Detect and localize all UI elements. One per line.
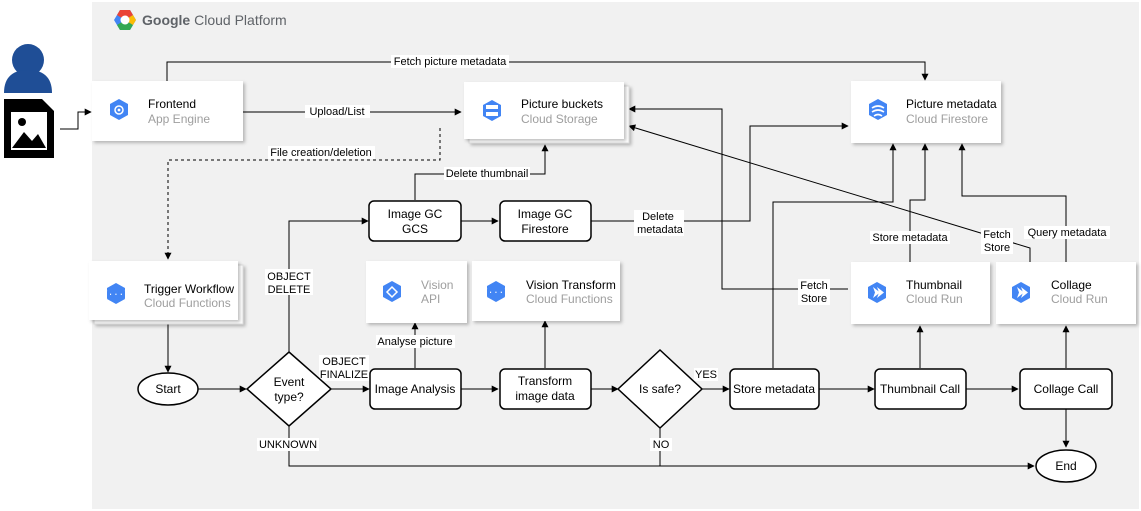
step-thumbnail-call[interactable]: Thumbnail Call	[874, 368, 967, 410]
trigger-workflow-subtitle: Cloud Functions	[144, 296, 231, 310]
frontend-subtitle: App Engine	[148, 112, 210, 126]
picture-buckets-subtitle: Cloud Storage	[521, 112, 598, 126]
edge-object-delete	[288, 217, 369, 352]
collage-subtitle: Cloud Run	[1051, 292, 1108, 306]
label-analyse-picture: Analyse picture	[377, 336, 452, 348]
vision-api-subtitle: API	[421, 292, 440, 306]
cloud-run-icon	[868, 282, 886, 303]
start-label: Start	[155, 382, 181, 396]
label-collage-store: Store	[984, 242, 1010, 254]
thumbnail-title: Thumbnail	[906, 278, 962, 292]
step-store-metadata[interactable]: Store metadata	[729, 368, 820, 410]
svg-text:{···}: {···}	[482, 288, 509, 298]
picture-metadata-subtitle: Cloud Firestore	[906, 112, 988, 126]
label-object-delete-2: DELETE	[268, 284, 311, 296]
label-thumbnail-store: Store	[801, 293, 827, 305]
edge-user-frontend	[60, 108, 92, 130]
label-collage-fetch: Fetch	[983, 229, 1011, 241]
label-query-metadata: Query metadata	[1028, 227, 1108, 239]
picture-metadata-service[interactable]: Picture metadata Cloud Firestore	[851, 81, 1001, 143]
transform-line1: Transform	[518, 374, 572, 388]
cloud-functions-icon: {···}	[102, 283, 130, 304]
edge-fetch-picture-metadata	[166, 61, 929, 81]
trigger-workflow-service[interactable]: {···} Trigger Workflow Cloud Functions	[89, 261, 244, 325]
vision-api-title: Vision	[421, 278, 453, 292]
image-gc-gcs-line1: Image GC	[388, 207, 443, 221]
edge-labels: Fetch picture metadata Upload/List File …	[257, 55, 1110, 451]
thumbnail-subtitle: Cloud Run	[906, 292, 963, 306]
vision-transform-service[interactable]: {···} Vision Transform Cloud Functions	[472, 261, 620, 321]
vision-transform-functions-icon: {···}	[482, 281, 510, 302]
edge-file-creation-deletion	[164, 128, 441, 260]
label-fetch-picture-metadata: Fetch picture metadata	[394, 56, 507, 68]
gcp-brand: Google	[142, 12, 190, 28]
label-unknown: UNKNOWN	[259, 439, 317, 451]
label-file-creation-deletion: File creation/deletion	[270, 147, 372, 159]
store-metadata-label: Store metadata	[733, 382, 815, 396]
gcp-panel	[92, 2, 1139, 509]
transform-line2: image data	[515, 389, 575, 403]
label-delete-metadata-1: Delete	[642, 211, 674, 223]
collage-service[interactable]: Collage Cloud Run	[996, 262, 1136, 324]
user-icon	[4, 44, 52, 93]
vision-api-icon	[383, 281, 401, 302]
decision-is-safe[interactable]: Is safe?	[616, 348, 704, 430]
image-gc-firestore-line2: Firestore	[521, 222, 569, 236]
thumbnail-service[interactable]: Thumbnail Cloud Run	[851, 262, 990, 324]
step-transform-image-data[interactable]: Transform image data	[499, 368, 592, 410]
svg-text:{···}: {···}	[102, 290, 129, 300]
end-terminal[interactable]: End	[1035, 449, 1097, 483]
trigger-workflow-title: Trigger Workflow	[144, 282, 234, 296]
image-gc-gcs-line2: GCS	[402, 222, 428, 236]
gcp-logo-icon	[114, 10, 136, 30]
edge-collage-fetch-store	[628, 124, 1031, 262]
label-object-finalize-2: FINALIZE	[320, 369, 368, 381]
end-label: End	[1055, 459, 1076, 473]
label-upload-list: Upload/List	[309, 106, 364, 118]
picture-buckets-title: Picture buckets	[521, 97, 603, 111]
event-type-line2: type?	[274, 390, 304, 404]
decision-event-type[interactable]: Event type?	[245, 351, 333, 427]
frontend-title: Frontend	[148, 97, 196, 111]
label-delete-metadata-2: metadata	[637, 224, 684, 236]
picture-file-icon	[4, 99, 54, 158]
frontend-service[interactable]: Frontend App Engine	[92, 81, 243, 141]
label-object-finalize-1: OBJECT	[322, 356, 366, 368]
picture-buckets-service[interactable]: Picture buckets Cloud Storage	[464, 82, 630, 144]
step-image-analysis[interactable]: Image Analysis	[369, 368, 462, 410]
edge-thumbnail-fetch-store	[628, 105, 848, 290]
gcp-platform-name: Cloud Platform	[194, 12, 287, 28]
app-engine-icon	[110, 99, 128, 120]
vision-transform-title: Vision Transform	[526, 278, 616, 292]
step-image-gc-gcs[interactable]: Image GC GCS	[368, 200, 462, 242]
start-terminal[interactable]: Start	[137, 372, 199, 406]
cloud-storage-icon	[483, 100, 501, 121]
collage-call-label: Collage Call	[1034, 382, 1099, 396]
label-no: NO	[653, 439, 670, 451]
picture-metadata-title: Picture metadata	[906, 97, 997, 111]
is-safe-label: Is safe?	[639, 382, 681, 396]
label-store-metadata: Store metadata	[872, 232, 948, 244]
step-collage-call[interactable]: Collage Call	[1019, 368, 1113, 410]
image-analysis-label: Image Analysis	[375, 382, 456, 396]
step-image-gc-firestore[interactable]: Image GC Firestore	[499, 200, 592, 242]
label-yes: YES	[695, 369, 717, 381]
vision-transform-subtitle: Cloud Functions	[526, 292, 613, 306]
label-thumbnail-fetch: Fetch	[800, 280, 828, 292]
gcp-title: Google Cloud Platform	[142, 12, 287, 28]
image-gc-firestore-line1: Image GC	[518, 207, 573, 221]
label-object-delete-1: OBJECT	[267, 271, 311, 283]
thumbnail-call-label: Thumbnail Call	[880, 382, 960, 396]
vision-api-service[interactable]: Vision API	[366, 261, 467, 323]
label-delete-thumbnail: Delete thumbnail	[446, 168, 529, 180]
edge-store-metadata-firestore	[772, 143, 897, 368]
collage-title: Collage	[1051, 278, 1092, 292]
cloud-firestore-icon	[869, 99, 887, 120]
event-type-line1: Event	[274, 375, 305, 389]
collage-cloud-run-icon	[1012, 282, 1030, 303]
